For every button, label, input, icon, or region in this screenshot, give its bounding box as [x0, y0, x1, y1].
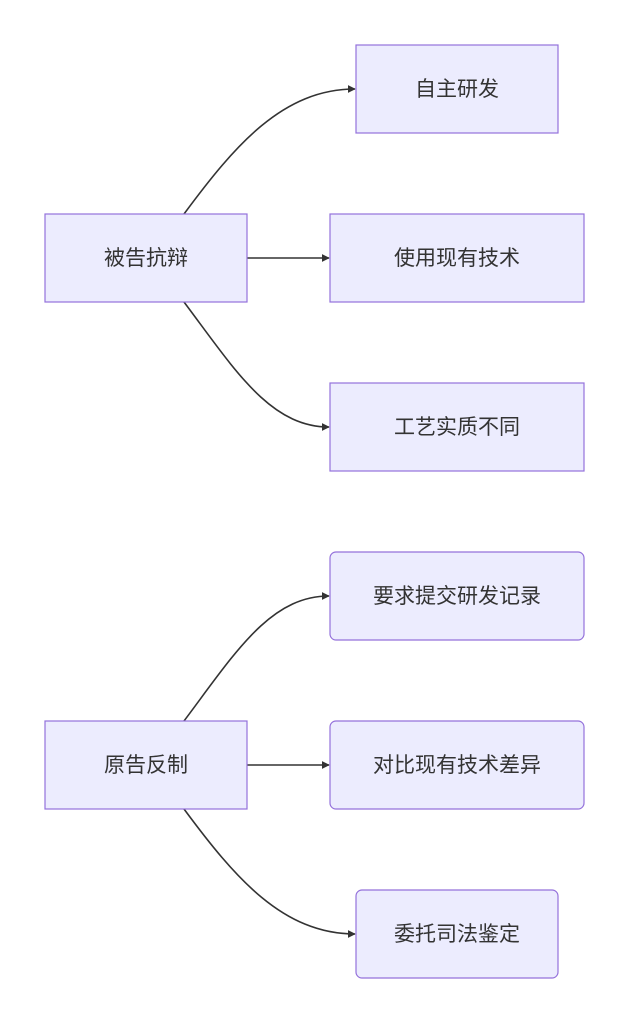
node-prior-art-label: 使用现有技术 — [394, 246, 520, 270]
node-judicial-appraisal[interactable]: 委托司法鉴定 — [355, 889, 559, 979]
node-compare-prior-label: 对比现有技术差异 — [373, 753, 541, 777]
node-plaintiff[interactable]: 原告反制 — [44, 720, 248, 810]
node-rd-records-label: 要求提交研发记录 — [373, 584, 541, 608]
node-compare-prior[interactable]: 对比现有技术差异 — [329, 720, 585, 810]
node-self-rd-label: 自主研发 — [415, 77, 499, 101]
node-process-diff-label: 工艺实质不同 — [394, 415, 520, 439]
node-process-diff[interactable]: 工艺实质不同 — [329, 382, 585, 472]
node-rd-records[interactable]: 要求提交研发记录 — [329, 551, 585, 641]
node-defendant-label: 被告抗辩 — [104, 246, 188, 270]
node-defendant[interactable]: 被告抗辩 — [44, 213, 248, 303]
node-judicial-appraisal-label: 委托司法鉴定 — [394, 922, 520, 946]
edge-plaintiff-to-judicial-appraisal — [183, 808, 356, 938]
edge-plaintiff-to-rd-records — [183, 592, 330, 722]
node-plaintiff-label: 原告反制 — [104, 753, 188, 777]
edge-defendant-to-self-rd — [183, 85, 356, 215]
node-self-rd[interactable]: 自主研发 — [355, 44, 559, 134]
edge-defendant-to-process-diff — [183, 301, 330, 431]
node-prior-art[interactable]: 使用现有技术 — [329, 213, 585, 303]
